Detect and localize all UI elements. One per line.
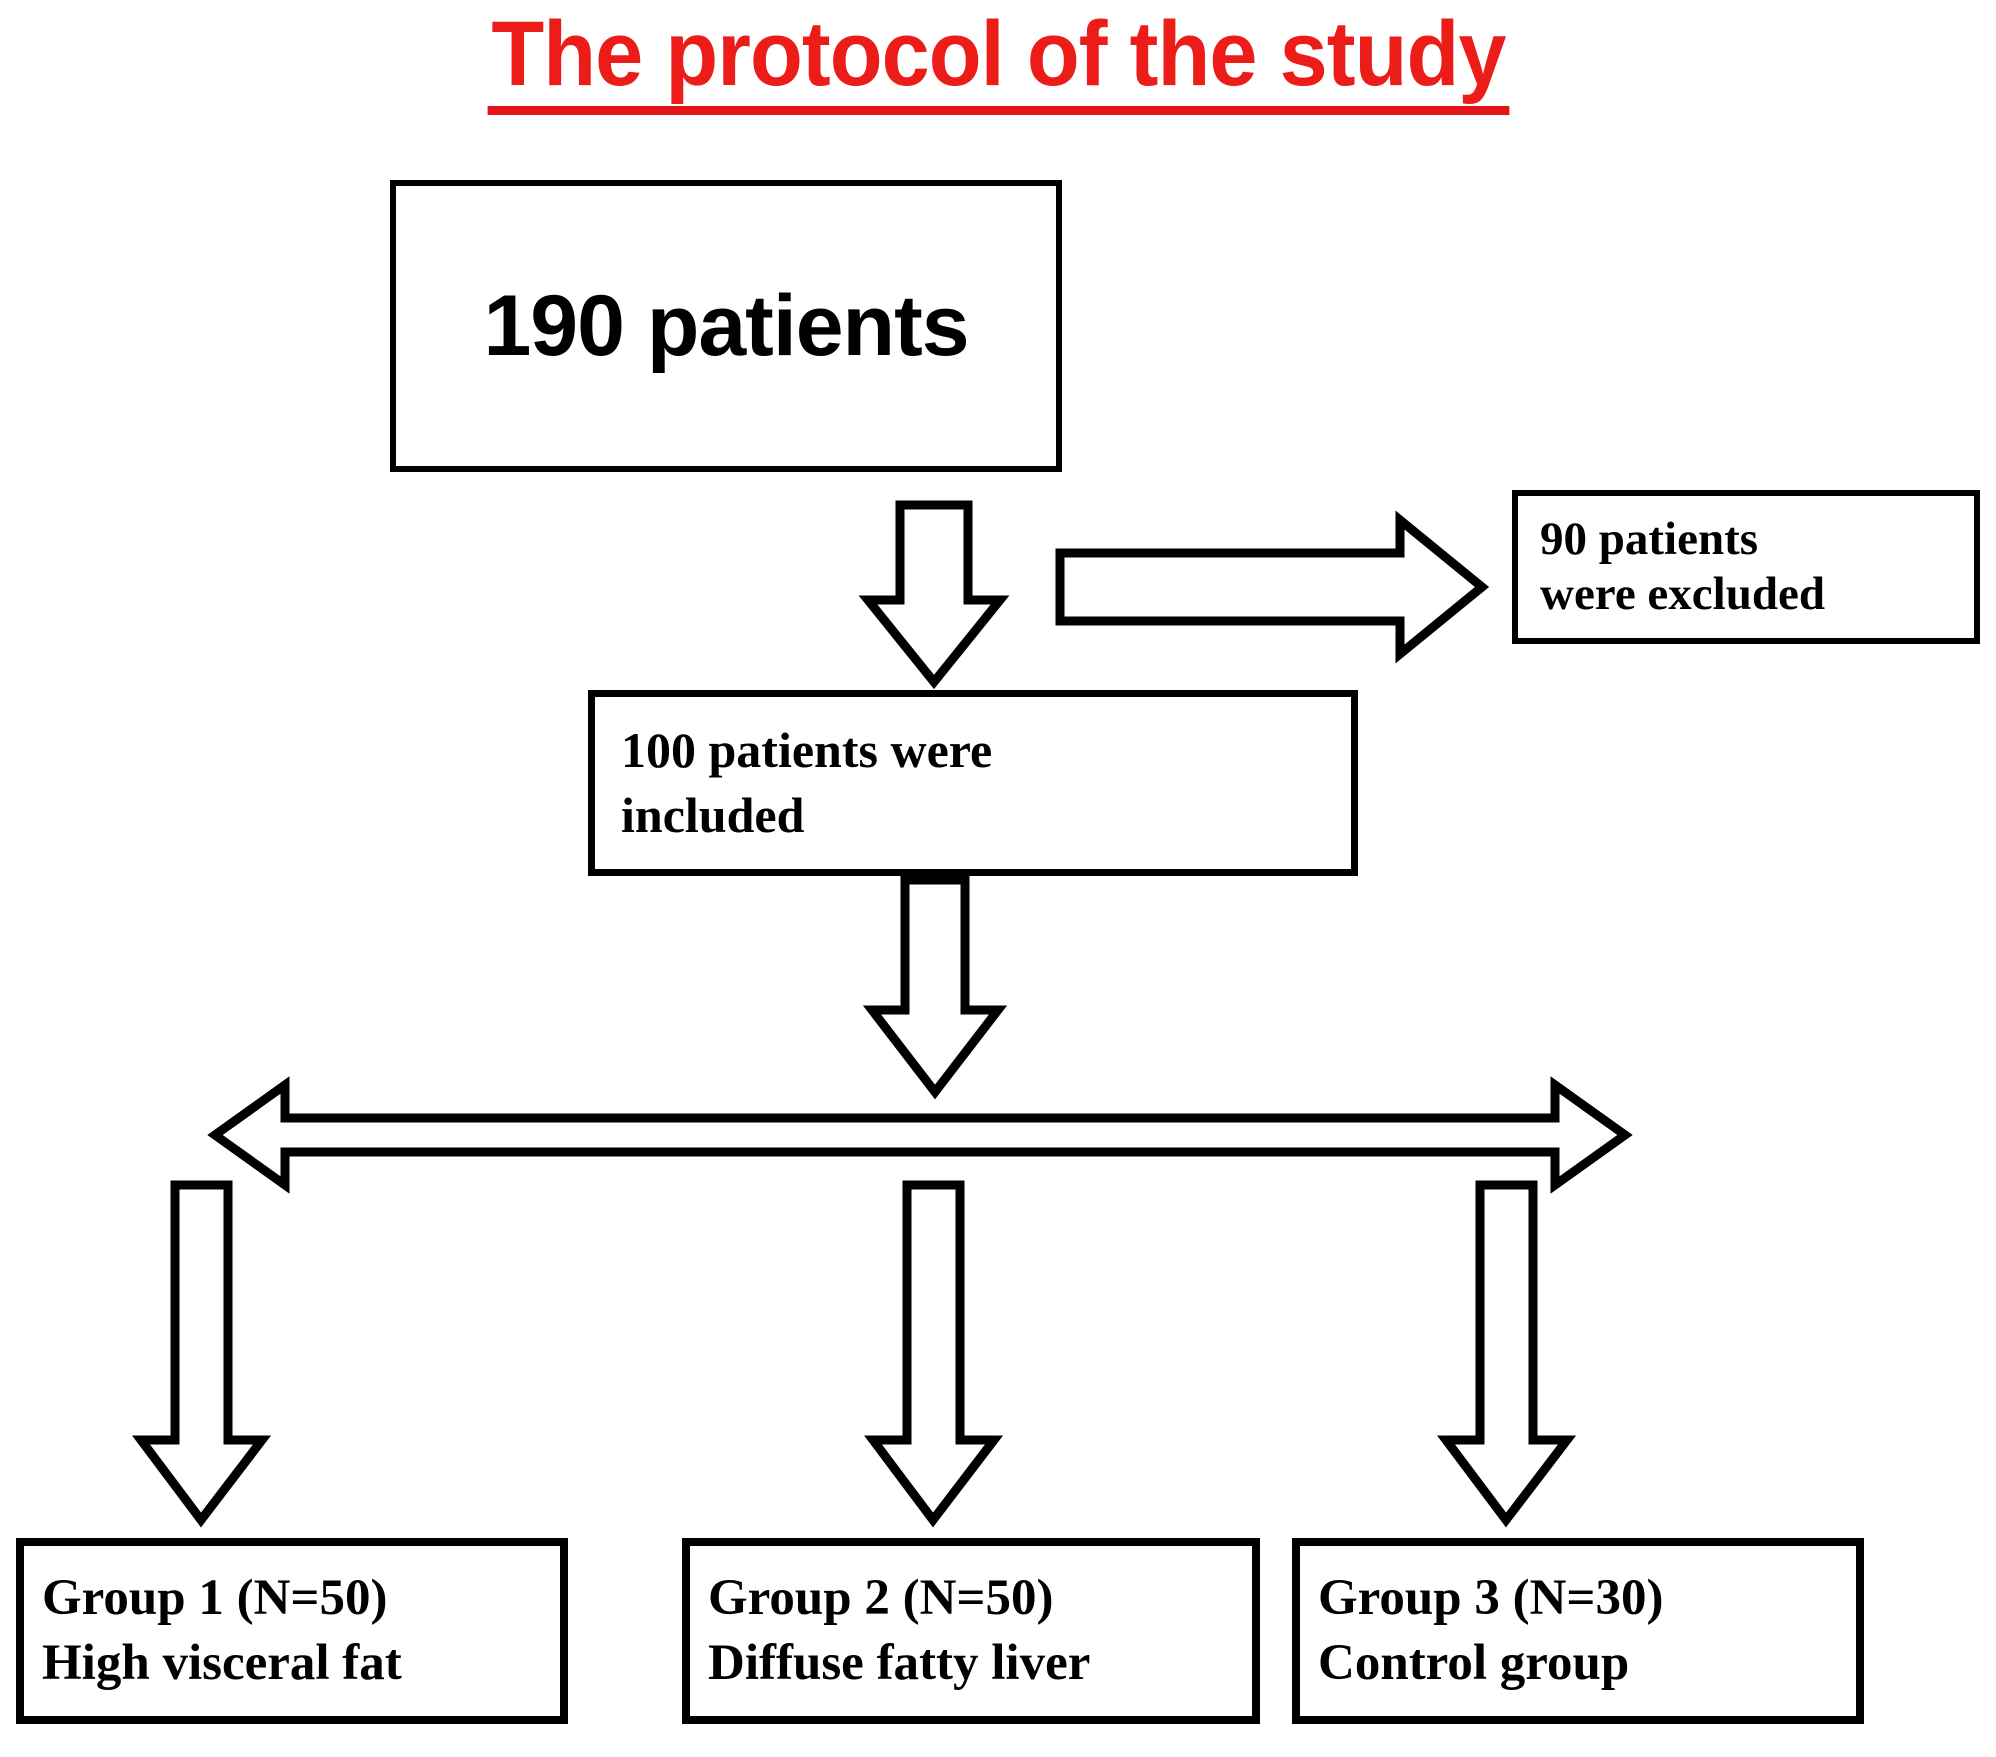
node-90-excluded: 90 patients were excluded	[1512, 490, 1980, 644]
node-group-3: Group 3 (N=30) Control group	[1292, 1538, 1864, 1724]
arrow-split-to-group2	[864, 1180, 1004, 1528]
node-190-patients-label: 190 patients	[483, 277, 969, 374]
node-group-3-line2: Control group	[1318, 1635, 1630, 1691]
node-90-excluded-line1: 90 patients	[1540, 512, 1759, 565]
node-100-included-line1: 100 patients were	[621, 722, 993, 778]
page-title-text: The protocol of the study	[487, 8, 1509, 115]
node-100-included-line2: included	[621, 787, 805, 843]
node-group-3-line1: Group 3 (N=30)	[1318, 1569, 1664, 1626]
node-group-2-line1: Group 2 (N=50)	[708, 1569, 1054, 1626]
node-group-2: Group 2 (N=50) Diffuse fatty liver	[682, 1538, 1260, 1724]
node-90-excluded-line2: were excluded	[1540, 568, 1825, 620]
node-100-included: 100 patients were included	[588, 690, 1358, 876]
node-group-1: Group 1 (N=50) High visceral fat	[16, 1538, 568, 1724]
arrow-split-to-group3	[1437, 1180, 1577, 1528]
arrow-included-to-split	[862, 875, 1008, 1100]
arrow-split-to-group1	[132, 1180, 272, 1528]
page-title: The protocol of the study	[0, 8, 1996, 115]
node-group-2-line2: Diffuse fatty liver	[708, 1635, 1091, 1691]
node-group-1-line2: High visceral fat	[42, 1635, 402, 1691]
node-190-patients: 190 patients	[390, 180, 1062, 472]
arrow-enrolled-to-included	[858, 500, 1010, 690]
node-group-1-line1: Group 1 (N=50)	[42, 1569, 388, 1626]
arrow-enrolled-to-excluded	[1055, 510, 1490, 664]
split-distribution-bar	[207, 1076, 1633, 1194]
